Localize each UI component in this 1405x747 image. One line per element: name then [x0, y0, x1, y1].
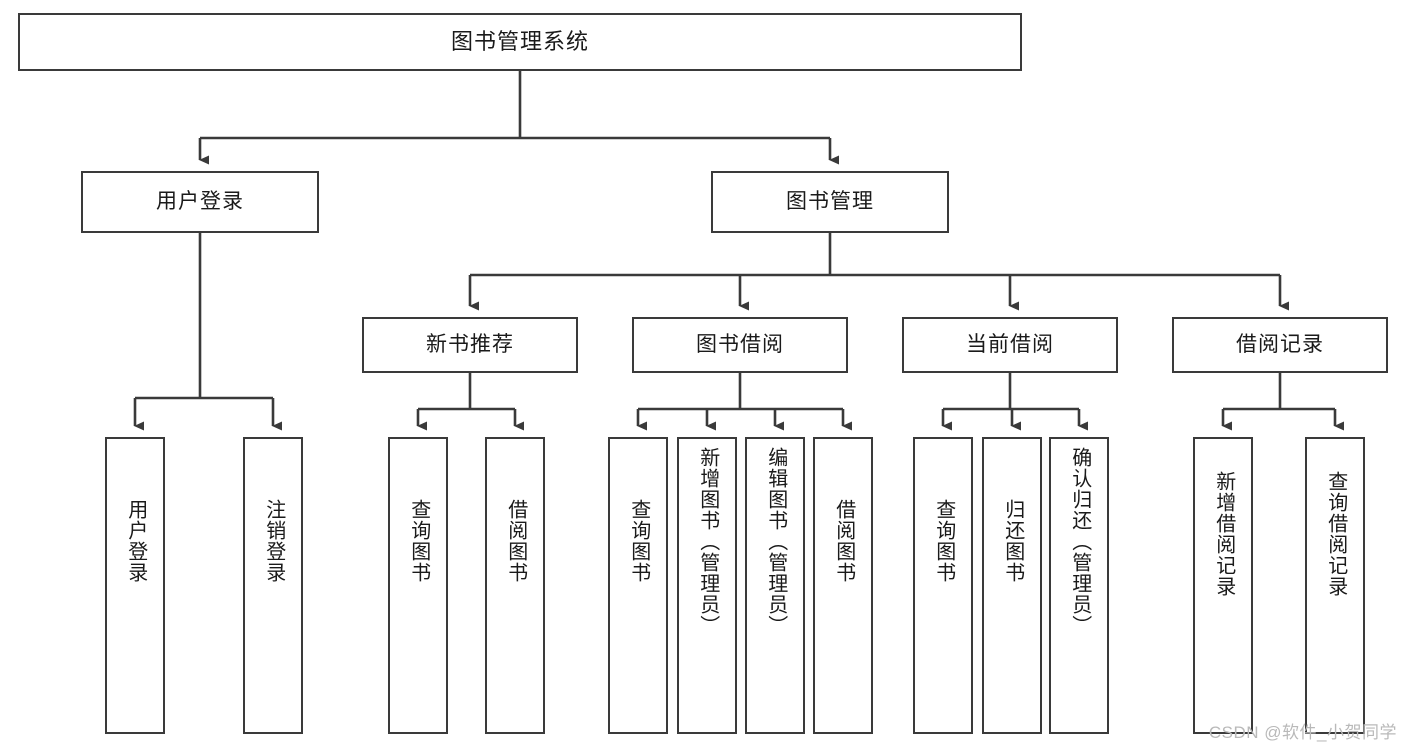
node-root-label: 图书管理系统 [450, 28, 589, 54]
node-book-manage-label: 图书管理 [786, 190, 874, 214]
node-borrow-record[interactable]: 借阅记录 [1172, 317, 1388, 373]
leaf-add-book-label: 新增图书（管理员） [696, 447, 719, 636]
node-current-borrow[interactable]: 当前借阅 [902, 317, 1118, 373]
leaf-confirm-return-label: 确认归还（管理员） [1068, 447, 1091, 636]
leaf-query-book-current-label: 查询图书 [932, 499, 955, 583]
leaf-logout-label: 注销登录 [262, 499, 285, 583]
leaf-query-book-current[interactable]: 查询图书 [913, 437, 973, 734]
leaf-add-record[interactable]: 新增借阅记录 [1193, 437, 1253, 734]
leaf-query-book-recommend-label: 查询图书 [407, 499, 430, 583]
leaf-query-record[interactable]: 查询借阅记录 [1305, 437, 1365, 734]
leaf-edit-book-label: 编辑图书（管理员） [764, 447, 787, 636]
leaf-query-record-label: 查询借阅记录 [1324, 471, 1347, 597]
leaf-borrow-book-label: 借阅图书 [832, 499, 855, 583]
leaf-query-book-borrow-label: 查询图书 [627, 499, 650, 583]
leaf-add-record-label: 新增借阅记录 [1212, 471, 1235, 597]
node-new-book-recommend[interactable]: 新书推荐 [362, 317, 578, 373]
leaf-logout[interactable]: 注销登录 [243, 437, 303, 734]
leaf-user-login-label: 用户登录 [124, 499, 147, 583]
leaf-add-book[interactable]: 新增图书（管理员） [677, 437, 737, 734]
leaf-borrow-book-recommend[interactable]: 借阅图书 [485, 437, 545, 734]
node-borrow-record-label: 借阅记录 [1236, 333, 1324, 357]
leaf-return-book-label: 归还图书 [1001, 499, 1024, 583]
node-book-borrow-label: 图书借阅 [696, 333, 784, 357]
leaf-query-book-recommend[interactable]: 查询图书 [388, 437, 448, 734]
node-user-login[interactable]: 用户登录 [81, 171, 319, 233]
node-root-system[interactable]: 图书管理系统 [18, 13, 1022, 71]
leaf-borrow-book[interactable]: 借阅图书 [813, 437, 873, 734]
node-book-borrow[interactable]: 图书借阅 [632, 317, 848, 373]
node-new-book-recommend-label: 新书推荐 [426, 333, 514, 357]
node-book-manage[interactable]: 图书管理 [711, 171, 949, 233]
leaf-confirm-return[interactable]: 确认归还（管理员） [1049, 437, 1109, 734]
node-current-borrow-label: 当前借阅 [966, 333, 1054, 357]
leaf-edit-book[interactable]: 编辑图书（管理员） [745, 437, 805, 734]
leaf-borrow-book-recommend-label: 借阅图书 [504, 499, 527, 583]
leaf-return-book[interactable]: 归还图书 [982, 437, 1042, 734]
leaf-query-book-borrow[interactable]: 查询图书 [608, 437, 668, 734]
node-user-login-label: 用户登录 [156, 190, 244, 214]
leaf-user-login[interactable]: 用户登录 [105, 437, 165, 734]
